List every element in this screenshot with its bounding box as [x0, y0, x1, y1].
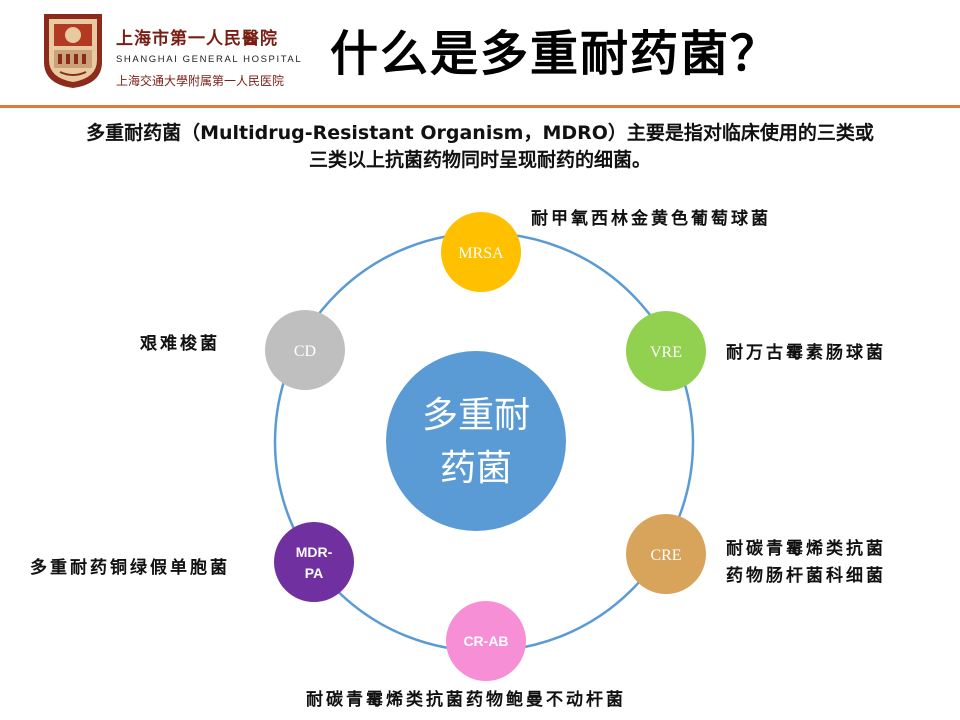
center-label-line-1: 多重耐: [422, 395, 530, 436]
hospital-logo: 上海市第一人民醫院 SHANGHAI GENERAL HOSPITAL 上海交通…: [40, 10, 301, 90]
node-cd-label: CD: [294, 343, 316, 360]
node-mrsa-label: MRSA: [458, 245, 504, 262]
definition-line-1: 多重耐药菌（Multidrug-Resistant Organism，MDRO）…: [86, 122, 874, 144]
center-label-line-2: 药菌: [440, 448, 512, 489]
annotation-cd: 艰难梭菌: [140, 334, 220, 354]
node-cd[interactable]: CD: [265, 310, 345, 390]
node-mdrpa-label-line-2: PA: [305, 565, 323, 581]
hospital-emblem-icon: [44, 14, 102, 88]
node-vre-label: VRE: [650, 344, 682, 361]
annotation-vre: 耐万古霉素肠球菌: [726, 343, 886, 363]
hospital-affiliation: 上海交通大學附属第一人民医院: [116, 74, 285, 88]
node-mrsa-circle: [441, 212, 521, 292]
hospital-name-en: SHANGHAI GENERAL HOSPITAL: [116, 54, 303, 65]
node-crab[interactable]: CR-AB: [446, 601, 526, 681]
node-crab-circle: [446, 601, 526, 681]
node-cre[interactable]: CRE: [626, 514, 706, 594]
annotation-cre: 耐碳青霉烯类抗菌 药物肠杆菌科细菌: [726, 536, 886, 590]
node-cre-label: CRE: [650, 547, 681, 564]
node-mdrpa[interactable]: MDR- PA: [274, 522, 354, 602]
node-cre-circle: [626, 514, 706, 594]
node-mdrpa-circle: [274, 522, 354, 602]
definition-line-2: 三类以上抗菌药物同时呈现耐药的细菌。: [308, 149, 651, 171]
node-mdrpa-label-line-1: MDR-: [296, 544, 333, 560]
definition-text: 多重耐药菌（Multidrug-Resistant Organism，MDRO）…: [30, 120, 930, 174]
center-circle: [386, 351, 566, 531]
node-vre-circle: [626, 311, 706, 391]
node-mrsa[interactable]: MRSA: [441, 212, 521, 292]
node-crab-label: CR-AB: [463, 633, 508, 649]
slide-title: 什么是多重耐药菌？: [330, 26, 781, 82]
annotation-mdrpa: 多重耐药铜绿假单胞菌: [30, 558, 230, 578]
annotation-crab: 耐碳青霉烯类抗菌药物鲍曼不动杆菌: [306, 690, 626, 710]
annotation-cre-line-2: 药物肠杆菌科细菌: [726, 566, 886, 586]
header-divider: [0, 105, 960, 108]
node-cd-circle: [265, 310, 345, 390]
hospital-name-cn: 上海市第一人民醫院: [116, 29, 278, 49]
annotation-mrsa: 耐甲氧西林金黄色葡萄球菌: [531, 209, 771, 229]
annotation-cre-line-1: 耐碳青霉烯类抗菌: [726, 539, 886, 559]
node-vre[interactable]: VRE: [626, 311, 706, 391]
